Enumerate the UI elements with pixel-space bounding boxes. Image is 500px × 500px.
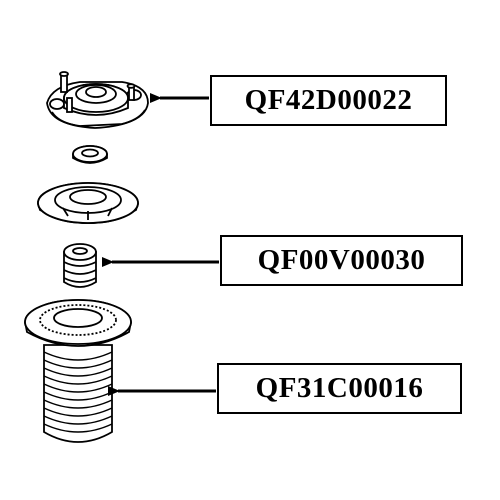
washer-drawing [72, 145, 108, 164]
part-number-strut-mount: QF42D00022 [210, 75, 447, 126]
strut-mount-drawing [46, 71, 149, 129]
part-number-dust-boot: QF31C00016 [217, 363, 462, 414]
dust-boot-drawing [24, 299, 132, 443]
part-number-bump-stop: QF00V00030 [220, 235, 463, 286]
bump-stop-drawing [63, 243, 97, 288]
spring-seat-drawing [37, 182, 139, 224]
